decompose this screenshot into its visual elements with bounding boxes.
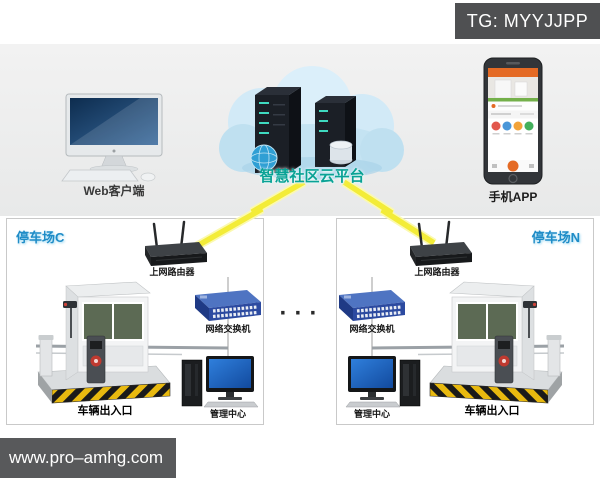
parking-lot-c-title: 停车场C <box>16 230 65 245</box>
vehicle-gate-label-lot-n: 车辆出入口 <box>464 405 520 417</box>
ellipsis-separator: ··· <box>279 300 325 327</box>
watermark: www.pro–amhg.com <box>0 438 176 478</box>
web-client-label: Web客户端 <box>83 184 145 198</box>
switch-label-lot-c: 网络交换机 <box>205 324 251 334</box>
management-center-label-lot-c: 管理中心 <box>209 409 246 419</box>
cloud-platform-label: 智慧社区云平台 <box>259 168 365 185</box>
management-center-label-lot-n: 管理中心 <box>353 409 390 419</box>
switch-label-lot-n: 网络交换机 <box>349 324 395 334</box>
phone-app-label: 手机APP <box>488 190 538 204</box>
tg-badge: TG: MYYJJPP <box>455 3 600 39</box>
router-label-lot-n: 上网路由器 <box>414 267 460 277</box>
router-label-lot-c: 上网路由器 <box>149 267 195 277</box>
vehicle-gate-label-lot-c: 车辆出入口 <box>77 405 133 417</box>
parking-lot-n-title: 停车场N <box>531 230 580 245</box>
